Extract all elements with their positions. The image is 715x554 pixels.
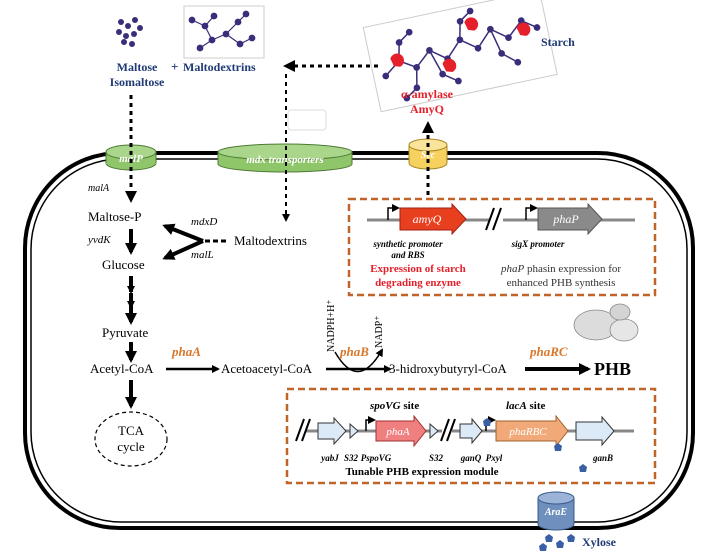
spovg-italic-span: spoVG (369, 400, 401, 412)
yabj-gene-arrow (317, 416, 347, 446)
phb-granules-icon (573, 303, 639, 342)
expression-starch-label-1: Expression of starch (370, 263, 466, 275)
acetyl-coa-label: Acetyl-CoA (90, 361, 154, 376)
phap-line1-rest-span: phasin expression for (524, 263, 621, 275)
maltose-molecule-icon (116, 17, 143, 47)
phaa-enzyme-label: phaA (171, 344, 201, 359)
glucose-label: Glucose (102, 257, 145, 272)
pspovg-label: PspoVG (361, 453, 392, 463)
tunable-module-caption: Tunable PHB expression module (345, 466, 498, 478)
pxyl-label: Pxyl (486, 453, 503, 463)
laca-italic-span: lacA (506, 400, 527, 412)
maltose-label: Maltose (117, 60, 158, 74)
amyq-gene-label: amyQ (413, 212, 442, 226)
bottom-break-mark-4 (446, 418, 456, 442)
xylose-label: Xylose (582, 535, 617, 549)
dna-break-mark-2 (492, 207, 502, 231)
sec-label: Sec (421, 150, 436, 161)
plus-sign: + (171, 59, 178, 74)
phap-gene-arrow (537, 202, 603, 236)
phap-phasin-label-1: phaP phasin expression for (500, 263, 621, 275)
amyq-gene-arrow (399, 202, 467, 236)
phap-phasin-label-2: enhanced PHB synthesis (507, 277, 616, 289)
maltodextrins-molecule-icon (188, 10, 256, 52)
small-blank-box (287, 109, 327, 131)
pharc-enzyme-label: phaRC (529, 344, 568, 359)
sigx-promoter-arrow-icon (525, 204, 538, 220)
tca-label: TCA (118, 423, 145, 438)
maltose-p-label: Maltose-P (88, 209, 141, 224)
mdxd-label: mdxD (191, 216, 217, 228)
ganb-gene-arrow (575, 415, 615, 447)
sigx-promoter-label: sigX promoter (511, 239, 565, 249)
maltodextrins-cell-label: Maltodextrins (234, 233, 307, 248)
s32-label-b: S32 (429, 453, 444, 463)
amyq-protein-label: AmyQ (410, 102, 444, 116)
acetoacetyl-coa-label: Acetoacetyl-CoA (221, 361, 313, 376)
ganb-label: ganB (592, 453, 613, 463)
amylase-expression-module (347, 197, 657, 297)
maltodextrins-top-label: Maltodextrins (183, 60, 256, 74)
phaa-gene-label: phaA (385, 426, 410, 438)
bottom-break-mark-3 (440, 418, 450, 442)
cycle-label: cycle (117, 439, 145, 454)
laca-site-label: lacA site (506, 400, 546, 412)
s32-terminator-a-arrow (349, 422, 359, 440)
mdx-branch-to-maltosep (162, 223, 204, 243)
ganq-gene-arrow (459, 417, 483, 445)
tca-cycle-circle (94, 411, 168, 467)
synthetic-promoter-arrow-icon (387, 204, 400, 220)
phap-gene-label: phaP (552, 212, 579, 226)
laca-rest-span: site (527, 400, 546, 412)
pharbc-gene-label: phaRBC (508, 426, 547, 438)
spovg-site-label: spoVG site (369, 400, 419, 412)
mdx-transporters-label: mdx transporters (246, 154, 323, 166)
s32-label-a: S32 (344, 453, 359, 463)
isomaltose-label: Isomaltose (110, 75, 165, 89)
pharbc-gene-arrow (495, 414, 569, 448)
yvdk-label: yvdK (87, 234, 111, 246)
nadp-label: NADP⁺ (374, 315, 385, 348)
alpha-amylase-label: α-amylase (401, 87, 454, 101)
expression-starch-label-2: degrading enzyme (375, 277, 461, 289)
bottom-break-mark-2 (301, 418, 311, 442)
nadph-cofactor-arc (334, 348, 383, 373)
starch-molecule-icon (362, 0, 558, 113)
arae-label: AraE (544, 507, 568, 518)
mdx-branch-to-glucose (162, 239, 204, 260)
nadph-label: NADPH+H⁺ (326, 299, 337, 352)
mall-label: malL (191, 249, 214, 261)
cell-membrane-outer (23, 151, 695, 530)
xylose-pentagons-outside (539, 534, 575, 551)
yabj-label: yabJ (320, 453, 339, 463)
synthetic-promoter-label: synthetic promoter (372, 239, 443, 249)
dna-break-mark-1 (485, 207, 495, 231)
s32-terminator-b-arrow (429, 422, 439, 440)
ganq-label: ganQ (460, 453, 482, 463)
bottom-break-mark-1 (295, 418, 305, 442)
phab-enzyme-label: phaB (339, 344, 369, 359)
pyruvate-label: Pyruvate (102, 325, 148, 340)
xylose-pentagons-inside (483, 418, 587, 472)
mala-label: malA (88, 183, 110, 194)
spovg-rest-span: site (401, 400, 420, 412)
hydroxybutyryl-coa-label: 3-hidroxybutyryl-CoA (389, 361, 507, 376)
starch-label: Starch (541, 35, 575, 49)
cell-membrane-inner (30, 158, 688, 523)
phaa-gene-arrow (375, 414, 427, 448)
phb-label: PHB (594, 359, 631, 379)
phap-italic-span: phaP (500, 263, 525, 275)
and-rbs-label: and RBS (391, 250, 424, 260)
pspovg-promoter-arrow-icon (365, 416, 376, 431)
arae-transporter (537, 491, 575, 531)
